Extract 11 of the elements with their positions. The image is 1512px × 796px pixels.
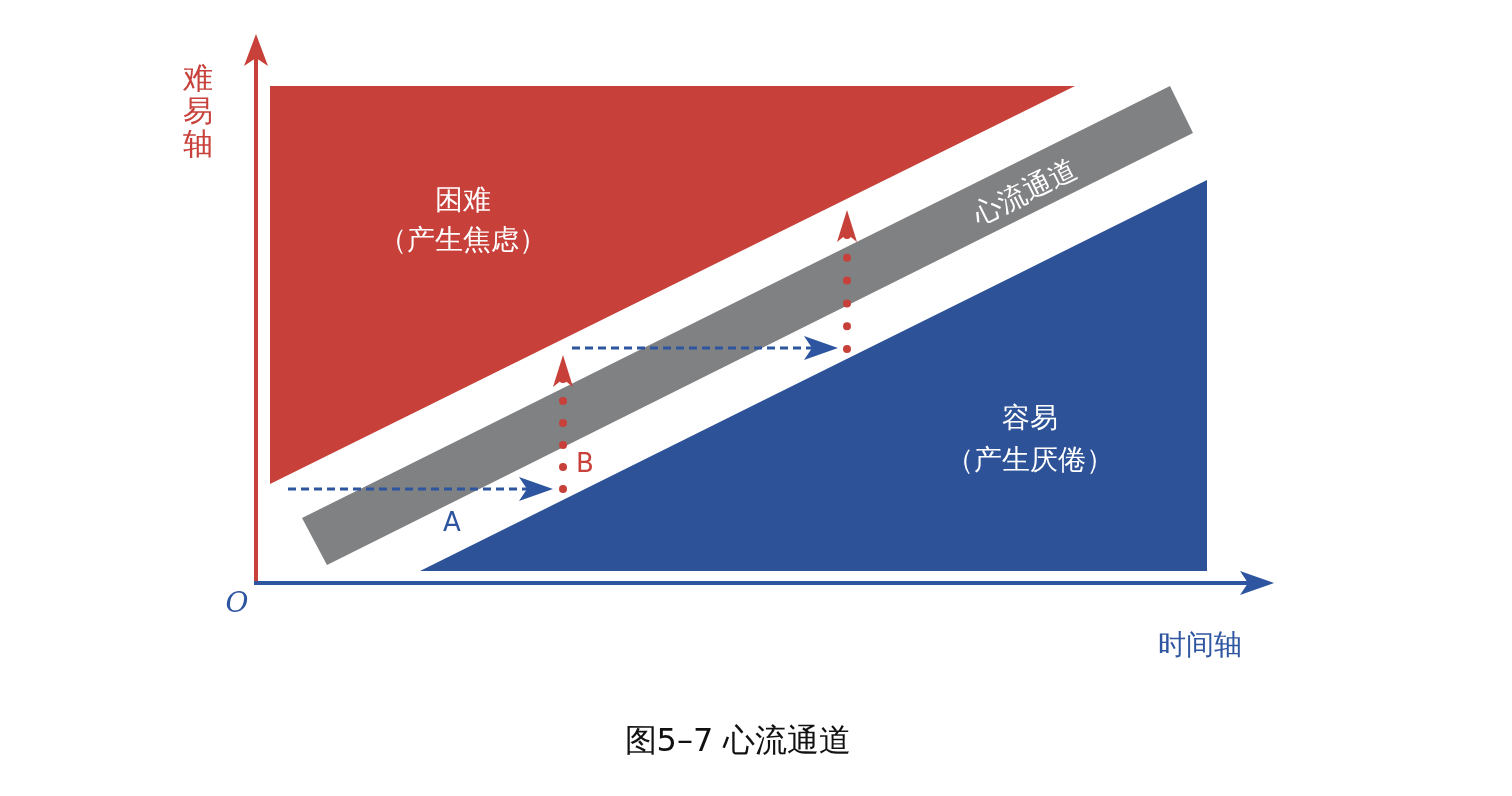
point-label: B — [576, 450, 594, 476]
region-label: 困难 — [435, 186, 491, 214]
axis-label: 时间轴 — [1158, 631, 1242, 659]
band-label: 心流通道 — [968, 154, 1082, 230]
region-label: （产生厌倦） — [946, 446, 1114, 474]
region-label: （产生焦虑） — [379, 226, 547, 254]
caption: 图5–7 心流通道 — [624, 724, 852, 756]
point-label: A — [443, 509, 461, 535]
region-label: 容易 — [1002, 404, 1058, 432]
axis-label: 难易轴 — [183, 60, 213, 160]
origin-label: O — [225, 589, 249, 617]
